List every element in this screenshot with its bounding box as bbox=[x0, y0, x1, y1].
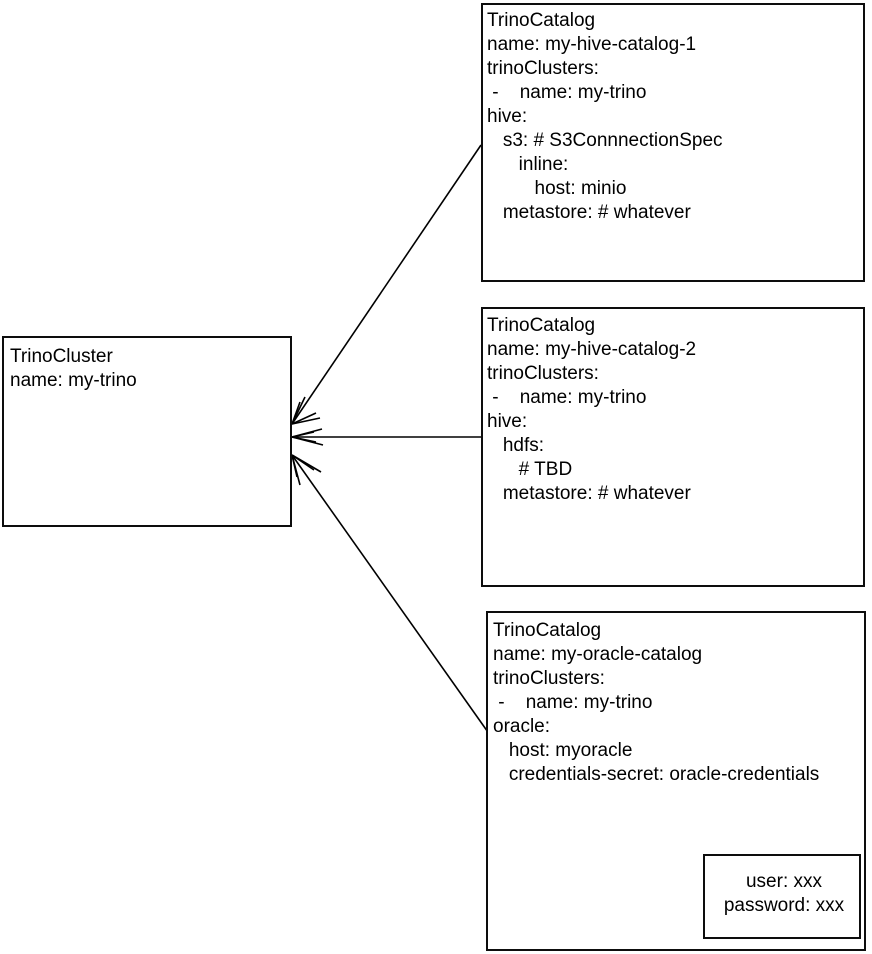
edge-hive-catalog-2-to-cluster bbox=[291, 428, 481, 446]
edge-hive-catalog-1-to-cluster bbox=[291, 144, 482, 425]
node-catalog-my-oracle-catalog-body: TrinoCatalog name: my-oracle-catalog tri… bbox=[493, 620, 820, 785]
node-catalog-my-hive-catalog-2-body: TrinoCatalog name: my-hive-catalog-2 tri… bbox=[487, 315, 697, 504]
node-catalog-my-oracle-catalog[interactable]: TrinoCatalog name: my-oracle-catalog tri… bbox=[486, 611, 866, 951]
node-catalog-my-hive-catalog-1-body: TrinoCatalog name: my-hive-catalog-1 tri… bbox=[487, 10, 723, 223]
edge-oracle-catalog-to-cluster bbox=[291, 454, 491, 736]
node-oracle-credentials-secret[interactable]: user: xxx password: xxx bbox=[703, 854, 861, 939]
node-trino-cluster[interactable]: TrinoCluster name: my-trino bbox=[2, 336, 292, 527]
node-catalog-my-hive-catalog-1[interactable]: TrinoCatalog name: my-hive-catalog-1 tri… bbox=[481, 3, 865, 282]
node-trino-cluster-body: TrinoCluster name: my-trino bbox=[10, 346, 137, 391]
node-catalog-my-hive-catalog-2[interactable]: TrinoCatalog name: my-hive-catalog-2 tri… bbox=[481, 307, 865, 587]
node-oracle-credentials-secret-body: user: xxx password: xxx bbox=[723, 871, 845, 916]
